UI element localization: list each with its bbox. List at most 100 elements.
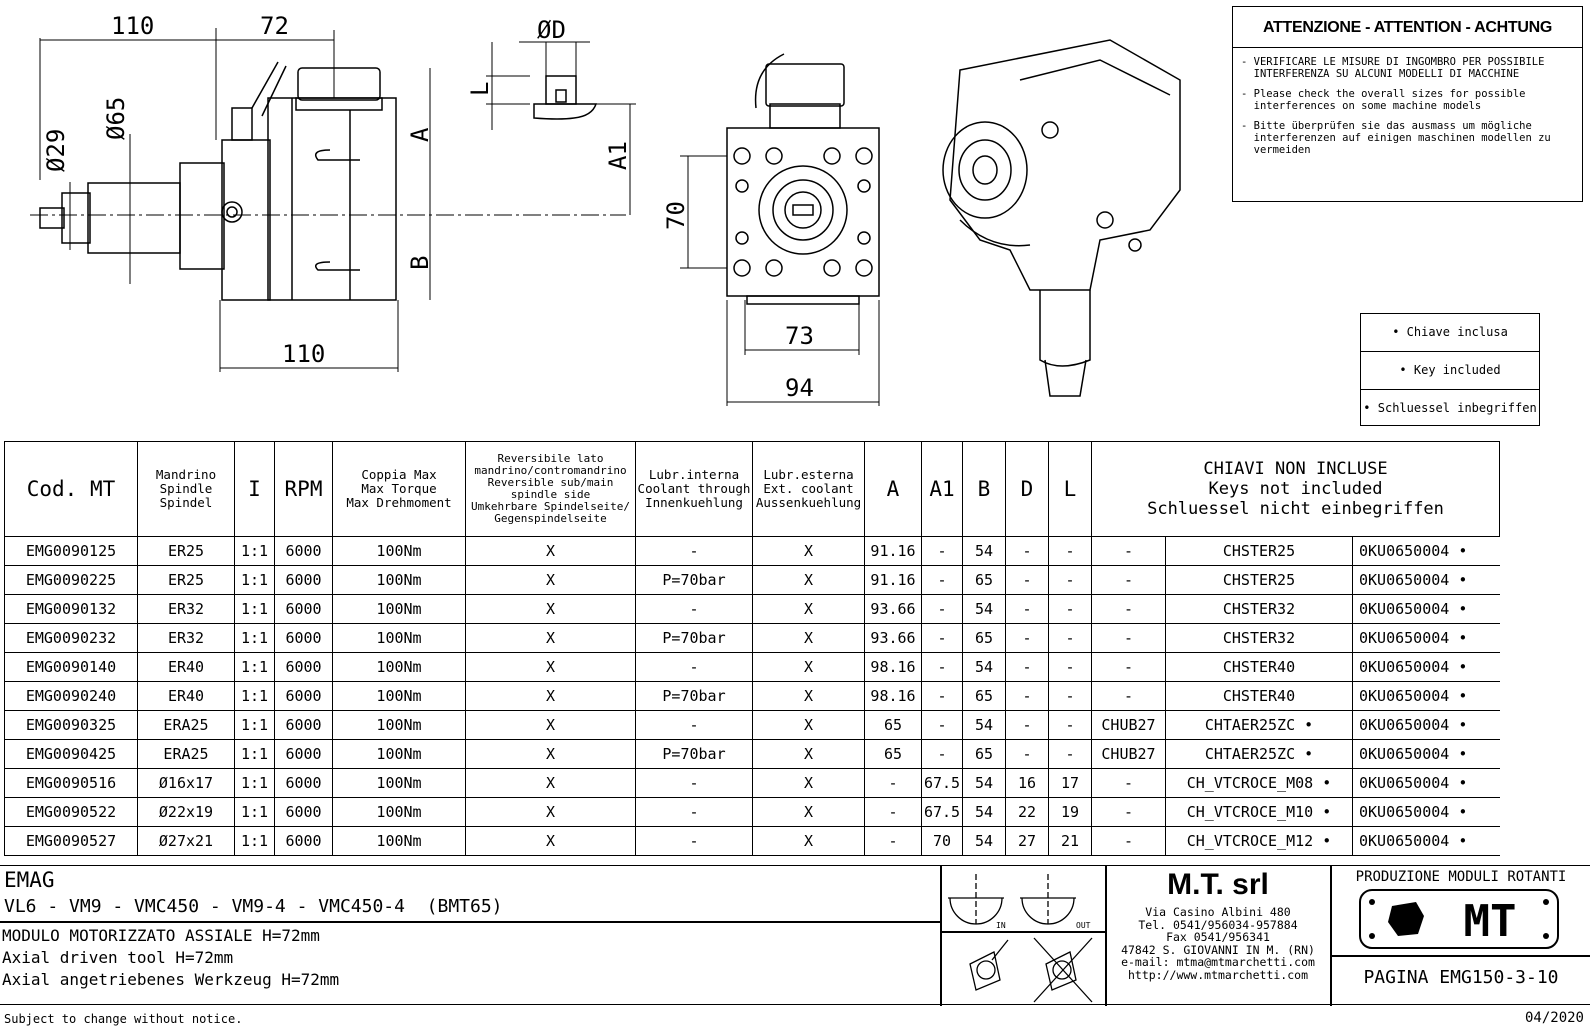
cell-a1: - [921, 681, 963, 711]
cell-b: 54 [962, 826, 1006, 856]
cell-a1: - [921, 536, 963, 566]
dim-94: 94 [785, 374, 814, 402]
cell-l: - [1048, 594, 1092, 624]
cell-a: 91.16 [864, 536, 922, 566]
dim-a1: A1 [604, 141, 632, 170]
cell-b: 65 [962, 623, 1006, 653]
cell-key-1: - [1091, 536, 1166, 566]
cell-key-1: CHUB27 [1091, 710, 1166, 740]
cell-coppia: 100Nm [332, 623, 466, 653]
logo-text: MT [1464, 896, 1517, 947]
key-included-box: • Chiave inclusa • Key included • Schlue… [1360, 313, 1540, 426]
cell-l: 21 [1048, 826, 1092, 856]
cell-key-3: 0KU0650004 • [1352, 710, 1500, 740]
cell-d: - [1005, 739, 1049, 769]
cell-ratio: 1:1 [234, 594, 275, 624]
cell-cod: EMG0090522 [4, 797, 138, 827]
production-label: PRODUZIONE MODULI ROTANTI [1355, 869, 1567, 885]
cell-rpm: 6000 [274, 623, 333, 653]
cell-l: - [1048, 681, 1092, 711]
cell-lubr-int: P=70bar [635, 681, 753, 711]
cell-lubr-int: - [635, 797, 753, 827]
cell-cod: EMG0090240 [4, 681, 138, 711]
side-flange [221, 139, 271, 301]
cell-mandrino: Ø27x21 [137, 826, 235, 856]
iso-body [949, 39, 1181, 291]
rotation-icons: IN OUT [948, 874, 1093, 1003]
key-included-de: • Schluessel inbegriffen [1363, 401, 1537, 415]
cell-b: 54 [962, 652, 1006, 682]
dim-b: B [406, 256, 434, 270]
cell-reversible: X [465, 797, 636, 827]
cell-reversible: X [465, 565, 636, 595]
dim-72: 72 [260, 12, 289, 40]
date: 04/2020 [1524, 1010, 1584, 1026]
mt-logo: MT [1359, 889, 1559, 949]
key-included-en: • Key included [1361, 352, 1539, 390]
cell-l: - [1048, 565, 1092, 595]
cell-lubr-ext: X [752, 768, 865, 798]
cell-key-2: CHSTER40 [1165, 652, 1353, 682]
description-en: Axial driven tool H=72mm [2, 948, 234, 967]
cell-key-3: 0KU0650004 • [1352, 536, 1500, 566]
cell-key-1: CHUB27 [1091, 739, 1166, 769]
dim-73: 73 [785, 322, 814, 350]
cell-cod: EMG0090516 [4, 768, 138, 798]
cell-a: 91.16 [864, 565, 922, 595]
cell-coppia: 100Nm [332, 681, 466, 711]
cell-lubr-ext: X [752, 739, 865, 769]
cell-rpm: 6000 [274, 565, 333, 595]
dim-l: L [466, 82, 494, 96]
cell-mandrino: ER40 [137, 681, 235, 711]
cell-rpm: 6000 [274, 536, 333, 566]
cell-key-2: CHTAER25ZC • [1165, 710, 1353, 740]
cell-ratio: 1:1 [234, 681, 275, 711]
cell-cod: EMG0090325 [4, 710, 138, 740]
cell-key-3: 0KU0650004 • [1352, 565, 1500, 595]
cell-ratio: 1:1 [234, 797, 275, 827]
cell-a1: - [921, 739, 963, 769]
cell-b: 54 [962, 797, 1006, 827]
cell-coppia: 100Nm [332, 797, 466, 827]
cell-key-2: CH_VTCROCE_M12 • [1165, 826, 1353, 856]
notice: Subject to change without notice. [4, 1012, 243, 1026]
cell-b: 65 [962, 565, 1006, 595]
cell-l: - [1048, 739, 1092, 769]
cell-cod: EMG0090225 [4, 565, 138, 595]
cell-key-2: CHSTER40 [1165, 681, 1353, 711]
cell-cod: EMG0090232 [4, 623, 138, 653]
cell-reversible: X [465, 652, 636, 682]
cell-coppia: 100Nm [332, 826, 466, 856]
cell-key-3: 0KU0650004 • [1352, 739, 1500, 769]
cell-coppia: 100Nm [332, 739, 466, 769]
cell-lubr-ext: X [752, 565, 865, 595]
cell-cod: EMG0090425 [4, 739, 138, 769]
cell-l: - [1048, 652, 1092, 682]
cell-ratio: 1:1 [234, 565, 275, 595]
cell-rpm: 6000 [274, 710, 333, 740]
cell-key-1: - [1091, 565, 1166, 595]
cell-lubr-int: - [635, 536, 753, 566]
dim-d65: Ø65 [102, 97, 130, 140]
cell-lubr-int: - [635, 768, 753, 798]
cell-coppia: 100Nm [332, 652, 466, 682]
cell-lubr-ext: X [752, 797, 865, 827]
dim-70: 70 [662, 201, 690, 230]
company-name: M.T. srl [1167, 868, 1269, 901]
cell-a1: - [921, 710, 963, 740]
title-block: EMAG VL6 - VM9 - VMC450 - VM9-4 - VMC450… [0, 865, 1590, 1006]
cell-lubr-ext: X [752, 623, 865, 653]
key-tool-crossed-icon [1045, 951, 1077, 991]
cell-mandrino: ERA25 [137, 739, 235, 769]
cell-mandrino: ER25 [137, 565, 235, 595]
cell-ratio: 1:1 [234, 623, 275, 653]
warning-message-de: - Bitte überprüfen sie das ausmass um mö… [1241, 120, 1551, 156]
cell-rpm: 6000 [274, 681, 333, 711]
dim-110-top: 110 [111, 12, 154, 40]
cell-reversible: X [465, 623, 636, 653]
